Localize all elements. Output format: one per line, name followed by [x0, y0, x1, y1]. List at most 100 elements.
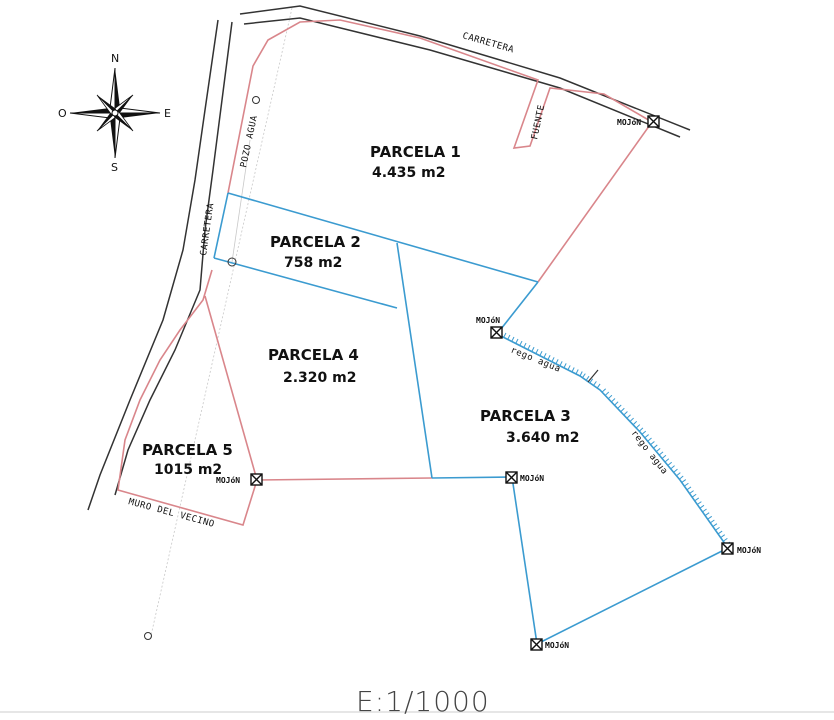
rego-agua-tick [658, 451, 664, 456]
rego-agua-tick [676, 472, 681, 477]
rego-agua-tick [644, 434, 649, 439]
rego-agua-tick [559, 361, 563, 367]
rego-agua-tick [670, 465, 675, 470]
rego-agua-tick [614, 401, 619, 406]
mojon-marker-south: MOJóN [530, 638, 569, 651]
rego-agua-tick [593, 381, 597, 386]
rego-agua-tick [667, 461, 673, 466]
compass-west: O [58, 107, 67, 120]
rego-agua-label-1: rego agua [509, 346, 562, 375]
rego-agua-tick [563, 363, 567, 369]
rego-agua-tick [596, 383, 601, 389]
rego-agua-tick [632, 420, 638, 426]
stream-break-mark [587, 369, 599, 383]
rego-agua-tick [664, 458, 670, 463]
rego-agua-tick [604, 391, 610, 396]
rego-agua-tick [575, 369, 579, 375]
roads [87, 5, 691, 511]
rego-agua-tick [503, 332, 507, 338]
parcel-2-area: 758 m2 [284, 255, 342, 271]
rego-agua-label-2: rego agua [629, 429, 670, 477]
mojon-label-center: MOJóN [476, 315, 500, 325]
rego-agua-tick [647, 437, 652, 442]
parcel-3-south-line-1 [431, 476, 513, 479]
mojon-marker-east: MOJóN [721, 542, 761, 555]
mojon-label-middle: MOJóN [520, 473, 544, 483]
parcel-1-outer-border [227, 19, 654, 283]
bottom-point [144, 632, 152, 640]
rego-agua-tick [539, 350, 543, 356]
parcel-borders [117, 19, 654, 526]
rego-agua-tick [523, 342, 527, 348]
mojon-label-west: MOJóN [216, 475, 240, 485]
rego-agua-tick [717, 530, 723, 535]
rego-agua-tick [691, 493, 697, 498]
rego-agua-tick [527, 344, 531, 350]
rego-agua-tick [547, 355, 551, 360]
rego-agua-tick [650, 441, 655, 446]
compass-east: E [164, 107, 171, 120]
rego-agua-tick [635, 424, 641, 429]
rego-agua-tick [686, 486, 692, 491]
rego-agua-tick [607, 394, 613, 400]
rego-agua-tick [709, 519, 715, 524]
rego-agua-tick [567, 365, 571, 371]
compass-south: S [111, 161, 118, 174]
rego-agua-tick [689, 490, 694, 494]
rego-agua-tick [638, 427, 644, 432]
compass-north: N [111, 52, 119, 65]
rego-agua-tick [699, 504, 705, 509]
rego-agua-tick [722, 537, 728, 542]
parcel-2-name: PARCELA 2 [270, 233, 361, 251]
carretera-label-left: CARRETERA [199, 202, 216, 256]
parcel-1-3-line [496, 281, 539, 335]
parcel-4-name: PARCELA 4 [268, 346, 359, 364]
parcel-labels: PARCELA 1 4.435 m2 PARCELA 2 758 m2 PARC… [142, 143, 580, 478]
rego-agua-tick [617, 404, 622, 409]
mojon-markers: MOJóN MOJóN MOJóN MOJóN [216, 115, 761, 651]
rego-agua-tick [511, 336, 515, 342]
mojon-label-ne: MOJóN [617, 117, 641, 127]
rego-agua-tick [684, 482, 689, 487]
parcel-2-west-line [213, 192, 229, 259]
rego-agua-tick [543, 353, 547, 358]
parcel-5-inner-border [204, 295, 258, 481]
rego-agua-tick [697, 501, 702, 505]
rego-agua-tick [555, 359, 559, 365]
parcel-5-area: 1015 m2 [154, 462, 222, 478]
parcel-1-name: PARCELA 1 [370, 143, 461, 161]
rego-agua-tick [712, 523, 718, 527]
rego-agua-tick [611, 398, 616, 403]
rego-agua-line [496, 333, 729, 549]
parcel-3-name: PARCELA 3 [480, 407, 571, 425]
rego-agua-hatching [499, 330, 731, 546]
parcel-3-south-line-3 [536, 547, 729, 645]
mojon-marker-west: MOJóN [216, 473, 263, 486]
rego-agua-tick [629, 417, 634, 422]
mojon-marker-center: MOJóN [476, 315, 503, 339]
rego-agua-tick [579, 371, 583, 377]
rego-agua-tick [641, 430, 647, 435]
mojon-label-south: MOJóN [545, 640, 569, 650]
parcel-4-south-border [256, 477, 433, 481]
rego-agua-tick [704, 512, 710, 516]
rego-agua-tick [681, 479, 687, 483]
rego-agua-tick [661, 454, 667, 459]
parcel-4-5-outer-border [117, 269, 258, 526]
rego-agua-tick [531, 346, 535, 352]
road-left-outer [87, 19, 219, 511]
parcel-1-area: 4.435 m2 [372, 165, 446, 181]
road-top-inner [243, 17, 681, 138]
parcel-3-west-line [396, 242, 433, 479]
point-markers [144, 96, 260, 640]
mojon-marker-ne: MOJóN [617, 115, 660, 128]
parcel-4-area: 2.320 m2 [283, 370, 357, 386]
rego-agua-tick [585, 375, 590, 381]
rego-agua-tick [551, 357, 555, 362]
rego-agua-tick [623, 411, 628, 416]
parcel-3-area: 3.640 m2 [506, 430, 580, 446]
compass-rose: N S E O [58, 52, 171, 174]
rego-agua-tick [620, 407, 625, 413]
